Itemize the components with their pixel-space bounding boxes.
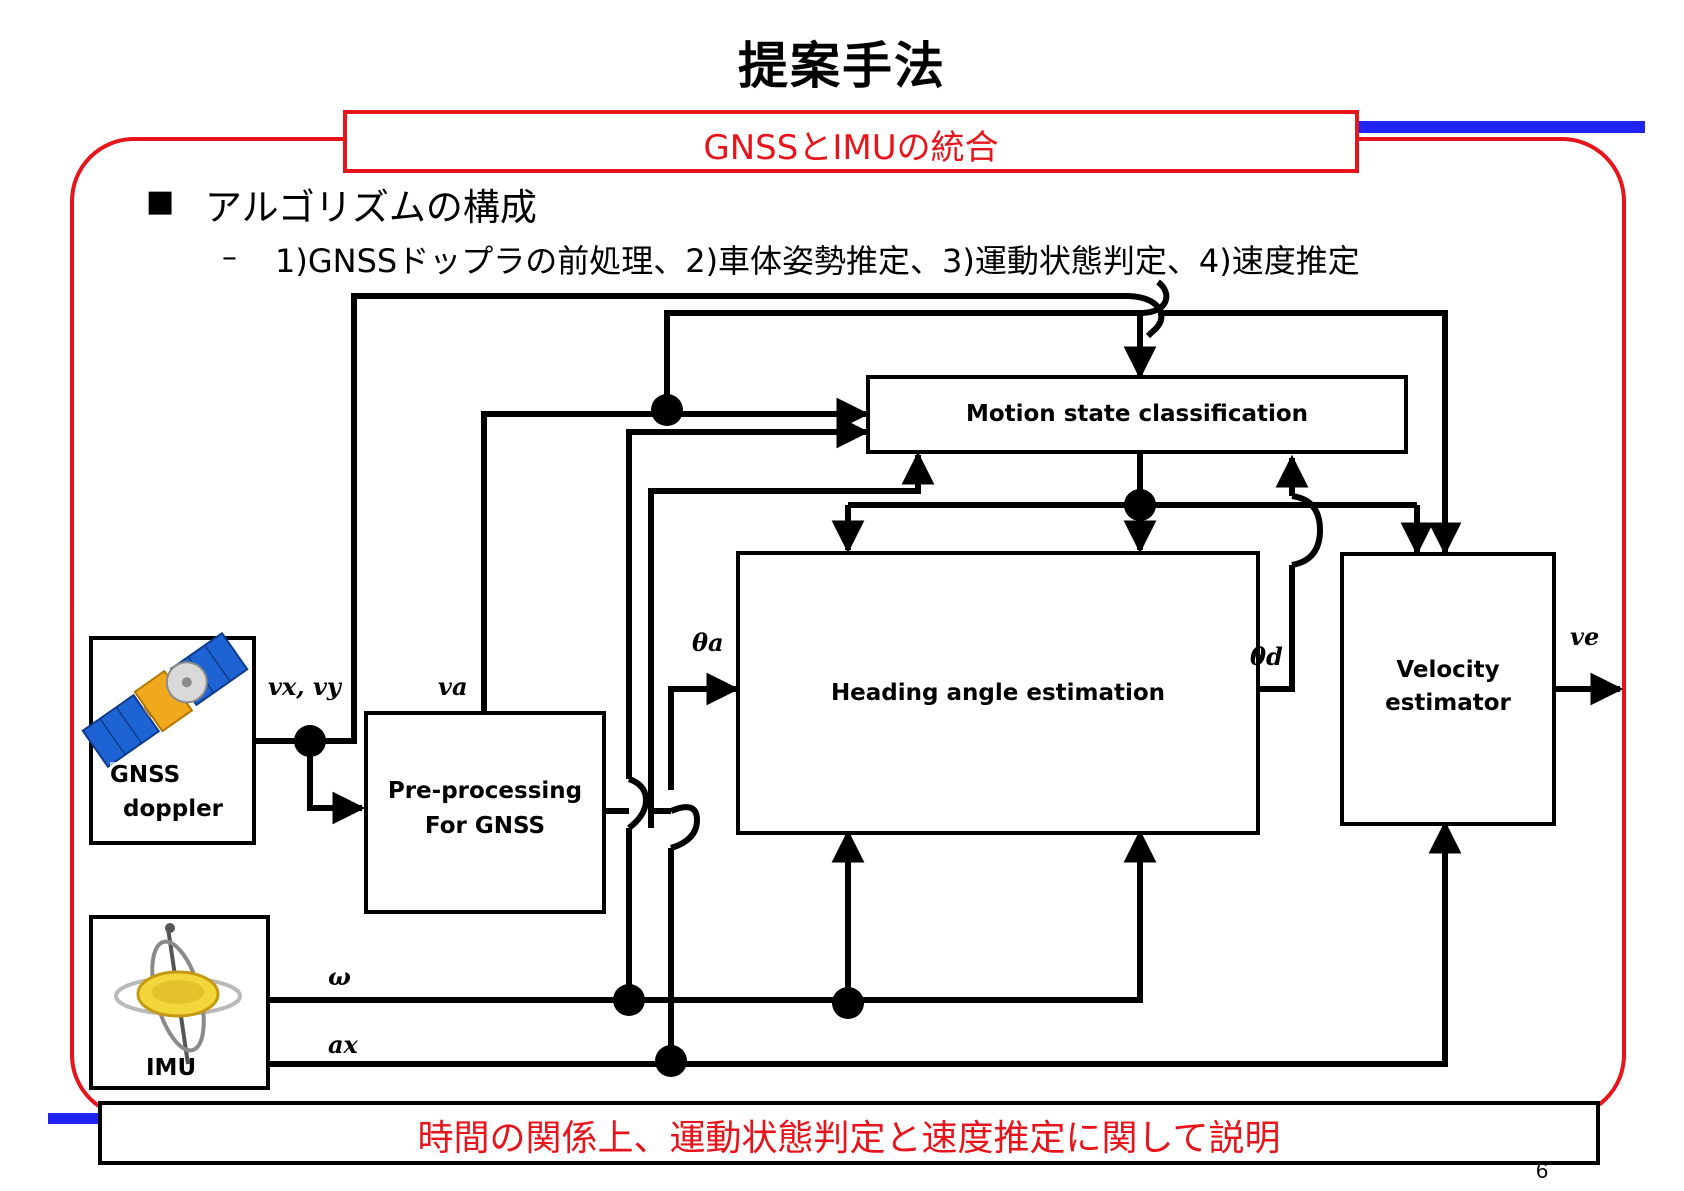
blocks bbox=[89, 375, 1556, 1090]
signal-vxvy: vx, vy bbox=[268, 672, 341, 701]
sub-bullet-marker: – bbox=[222, 240, 237, 275]
velocity-block bbox=[1340, 552, 1556, 826]
wire-hop-thetad bbox=[1291, 493, 1324, 568]
junction-gnss bbox=[294, 725, 326, 757]
gyroscope-icon bbox=[114, 923, 242, 1065]
junction-va bbox=[651, 394, 683, 426]
banner-text: GNSSとIMUの統合 bbox=[703, 128, 999, 168]
signal-theta-d: θd bbox=[1250, 642, 1283, 671]
wire-loop-upper bbox=[664, 310, 1140, 410]
wire-hop-omega-a bbox=[627, 776, 650, 831]
signal-theta-a: θa bbox=[692, 628, 724, 657]
signal-ax: ax bbox=[328, 1030, 358, 1059]
blue-accent-bar-bottom bbox=[48, 1113, 108, 1124]
wire-hop-thetaa bbox=[669, 804, 701, 851]
junction-omega-a bbox=[613, 984, 645, 1016]
satellite-icon bbox=[81, 631, 249, 769]
velocity-label-line2: estimator bbox=[1385, 690, 1511, 716]
motion-label: Motion state classification bbox=[965, 401, 1309, 427]
footer-box bbox=[98, 1101, 1600, 1165]
junction-motion-out bbox=[1124, 489, 1156, 521]
heading-label: Heading angle estimation bbox=[830, 680, 1166, 706]
motion-block bbox=[866, 375, 1408, 454]
banner-box bbox=[343, 110, 1359, 173]
bullet-text: アルゴリズムの構成 bbox=[205, 186, 537, 229]
wire-omega bbox=[268, 829, 1157, 1003]
wire-vxvy-to-velocity bbox=[310, 293, 1125, 744]
velocity-label-line1: Velocity bbox=[1396, 657, 1500, 683]
heading-block bbox=[736, 551, 1260, 835]
gnss-label-line1: GNSS bbox=[110, 762, 181, 788]
wire-va bbox=[481, 397, 870, 711]
signal-wires bbox=[254, 279, 1624, 1067]
wire-vxvy-to-velocity-b bbox=[1145, 329, 1155, 339]
wire-omega-to-motion-b bbox=[626, 415, 870, 779]
wire-upper-to-velocity bbox=[1158, 310, 1462, 556]
junctions bbox=[294, 394, 1156, 1077]
preprocess-block bbox=[364, 711, 606, 914]
bullet-marker: ■ bbox=[146, 184, 175, 219]
signal-ve: ve bbox=[1570, 622, 1600, 651]
wire-hop-upper bbox=[1139, 279, 1170, 316]
junction-omega-b bbox=[832, 987, 864, 1019]
wire-gnss-to-preprocess bbox=[307, 741, 366, 825]
preprocess-label-line2: For GNSS bbox=[424, 813, 546, 839]
wire-theta-a-c bbox=[668, 672, 740, 790]
footer-text: 時間の関係上、運動状態判定と速度推定に関して説明 bbox=[417, 1118, 1281, 1159]
signal-omega: ω bbox=[328, 962, 351, 991]
sub-bullet-text: 1)GNSSドップラの前処理、2)車体姿勢推定、3)運動状態判定、4)速度推定 bbox=[275, 242, 1360, 280]
page-title: 提案手法 bbox=[738, 37, 946, 95]
signal-va: va bbox=[438, 672, 468, 701]
wire-ax-to-motion-b bbox=[648, 451, 935, 828]
preprocess-label-line1: Pre-processing bbox=[387, 778, 583, 804]
imu-label: IMU bbox=[146, 1055, 197, 1081]
gnss-label-line2: doppler bbox=[123, 796, 224, 822]
junction-ax bbox=[655, 1045, 687, 1077]
blue-accent-bar-top bbox=[1355, 121, 1645, 133]
page-number: 6 bbox=[1536, 1158, 1549, 1183]
wire-theta-d bbox=[1258, 565, 1295, 692]
